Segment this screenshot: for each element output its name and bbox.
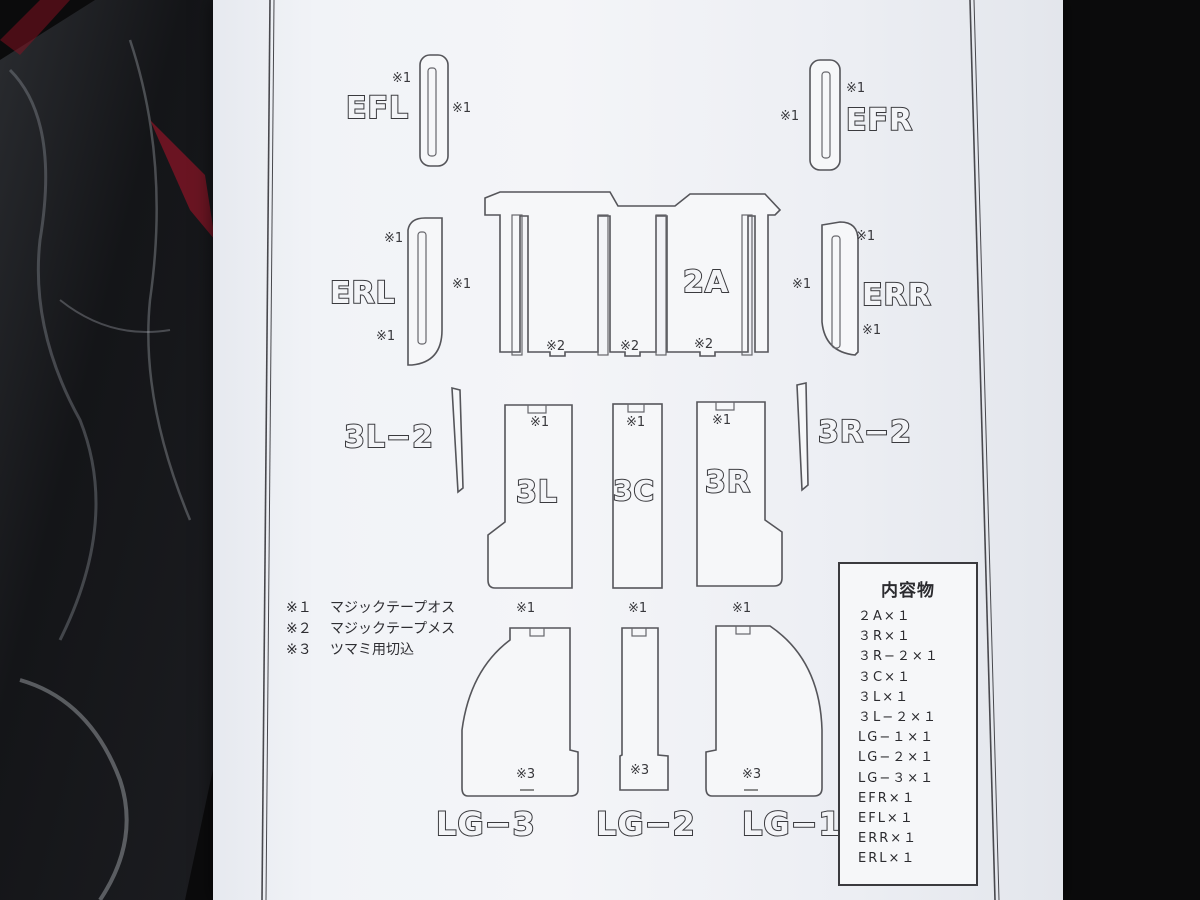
part-3c: 3C ※1: [612, 403, 663, 589]
contents-item: ３R×１: [858, 629, 912, 645]
efl-label: EFL: [346, 91, 409, 126]
erl-label: ERL: [330, 276, 396, 311]
legend-key: ※２: [286, 621, 312, 637]
contents-item: ３C×１: [858, 669, 912, 685]
3r-label: 3R: [705, 465, 751, 500]
lg-3-note-3: ※3: [516, 767, 535, 782]
3l-label: 3L: [516, 475, 558, 510]
legend-text: マジックテープオス: [330, 600, 456, 616]
3r-note: ※1: [712, 413, 731, 428]
lg-3-note-1: ※1: [516, 601, 535, 616]
contents-item: LG−２×１: [858, 750, 936, 766]
3r-2-label: 3R−2: [818, 415, 912, 450]
contents-item: ３L×１: [858, 689, 911, 705]
contents-title: 内容物: [881, 581, 935, 601]
3c-note: ※1: [626, 415, 645, 430]
erl-note-3: ※1: [376, 329, 395, 344]
contents-item: LG−１×１: [858, 730, 936, 746]
lg-3-label: LG−3: [436, 805, 536, 843]
part-2a: 2A ※2 ※2 ※2: [484, 191, 782, 357]
erl-note-2: ※1: [452, 277, 471, 292]
contents-item: ERR×１: [858, 831, 919, 847]
err-note-2: ※1: [792, 277, 811, 292]
lg-2-note-3: ※3: [630, 763, 649, 778]
efr-note-1: ※1: [846, 81, 865, 96]
legend-row: ※２ マジックテープメス: [286, 619, 455, 640]
legend-row: ※１ マジックテープオス: [286, 598, 455, 619]
lg-2-label: LG−2: [596, 805, 696, 843]
part-err: ERR ※1 ※1 ※1: [792, 221, 932, 356]
contents-item: EFR×１: [858, 790, 917, 806]
part-lg-2: ※1 ※3 LG−2: [595, 601, 696, 844]
contents-list: ２A×１ ３R×１ ３R−２×１ ３C×１ ３L×１ ３L−２×１ LG−１×１…: [840, 607, 976, 870]
contents-item: ３L−２×１: [858, 710, 939, 726]
legend-key: ※３: [286, 642, 312, 658]
part-3r-2: 3R−2: [796, 382, 912, 492]
lg-2-note-1: ※1: [628, 601, 647, 616]
part-efl: EFL ※1 ※1: [345, 54, 471, 167]
erl-note-1: ※1: [384, 231, 403, 246]
part-lg-3: ※1 ※3 LG−3: [435, 601, 579, 844]
legend: ※１ マジックテープオス ※２ マジックテープメス ※３ ツマミ用切込: [286, 598, 455, 661]
lg-1-note-3: ※3: [742, 767, 761, 782]
2a-note-2: ※2: [620, 339, 639, 354]
part-3l-2: 3L−2: [343, 386, 464, 494]
2a-note-3: ※2: [694, 337, 713, 352]
part-efr: EFR ※1 ※1: [780, 59, 913, 171]
contents-item: ３R−２×１: [858, 649, 940, 665]
err-note-3: ※1: [862, 323, 881, 338]
legend-text: ツマミ用切込: [330, 642, 414, 658]
legend-key: ※１: [286, 600, 312, 616]
err-note-1: ※1: [856, 229, 875, 244]
3l-note: ※1: [530, 415, 549, 430]
err-label: ERR: [862, 278, 932, 313]
part-lg-1: ※1 ※3 LG−1: [705, 601, 842, 844]
legend-text: マジックテープメス: [330, 621, 456, 637]
2a-note-1: ※2: [546, 339, 565, 354]
part-3r: 3R ※1: [696, 401, 783, 587]
lg-1-note-1: ※1: [732, 601, 751, 616]
contents-item: LG−３×１: [858, 770, 936, 786]
legend-row: ※３ ツマミ用切込: [286, 640, 455, 661]
contents-item: ERL×１: [858, 851, 917, 867]
3c-label: 3C: [613, 474, 655, 507]
efl-note-1: ※1: [392, 71, 411, 86]
lg-1-label: LG−1: [742, 805, 842, 843]
part-erl: ERL ※1 ※1 ※1: [329, 217, 471, 366]
part-3l: 3L ※1: [487, 404, 573, 589]
contents-box: 内容物 ２A×１ ３R×１ ３R−２×１ ３C×１ ３L×１ ３L−２×１ LG…: [838, 562, 978, 886]
efr-note-2: ※1: [780, 109, 799, 124]
contents-item: ２A×１: [858, 609, 912, 624]
2a-label: 2A: [683, 265, 729, 300]
efr-label: EFR: [846, 103, 913, 138]
contents-item: EFL×１: [858, 811, 915, 827]
3l-2-label: 3L−2: [344, 420, 434, 455]
efl-note-2: ※1: [452, 101, 471, 116]
